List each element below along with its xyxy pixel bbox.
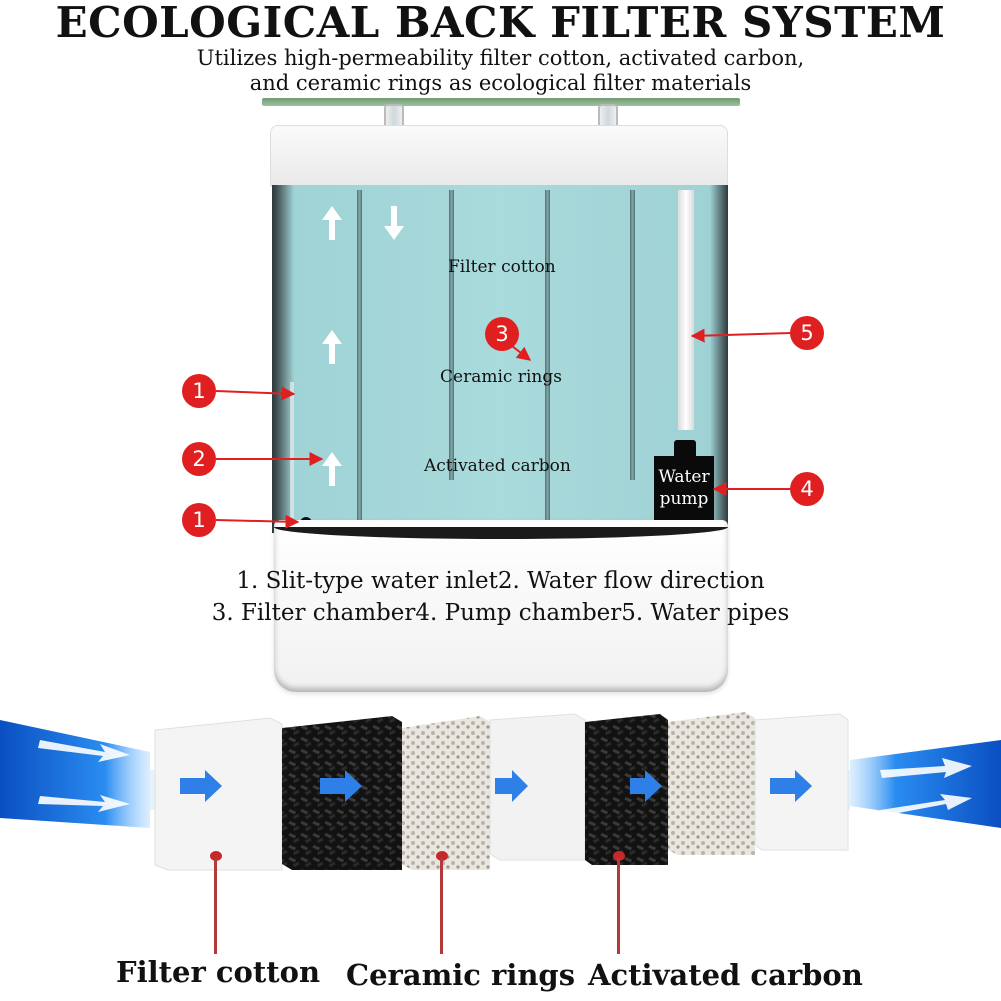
label-activated-carbon: Activated carbon [424,456,571,476]
flow-arrow-icon [38,740,130,762]
label-ceramic-rings: Ceramic rings [440,367,562,387]
flow-down-arrow-icon [384,206,404,240]
water-pump [654,456,714,528]
flow-up-arrow-icon [322,452,342,486]
marker-filter-cotton [210,851,222,861]
legend-line-2: 3. Filter chamber4. Pump chamber5. Water… [211,600,790,626]
water-pipe [678,190,694,430]
stem-ceramic-rings [440,858,443,954]
flow-up-arrow-icon [322,206,342,240]
flow-arrow-icon [630,770,662,802]
marker-ceramic-rings [436,851,448,861]
flow-arrow-icon [495,770,528,802]
inlet-slit [290,382,294,520]
ceramic-rings-block-2 [668,712,755,855]
glass-lid [262,98,740,106]
label-filter-cotton: Filter cotton [448,257,556,277]
flow-arrow-icon [880,794,972,816]
pump-label-line-2: pump [659,489,709,509]
tank-top-cover [270,125,728,187]
partition-wall-3 [545,190,550,530]
incoming-flow [0,720,150,828]
partition-wall-2 [449,190,454,480]
flow-arrow-icon [770,770,812,802]
pump-outlet [674,440,696,458]
partition-wall-4 [630,190,635,480]
callout-badge-1-upper: 1 [182,374,216,408]
bottom-label-filter-cotton: Filter cotton [116,955,321,989]
marker-activated-carbon [613,851,625,861]
callout-badge-5: 5 [790,316,824,350]
stem-activated-carbon [617,858,620,954]
tank-water-body [272,185,728,533]
bottom-label-activated-carbon: Activated carbon [588,958,863,992]
stem-filter-cotton [214,858,217,954]
pump-label-line-1: Water [658,467,710,487]
flow-arrow-icon [880,758,972,778]
filter-cotton-block-1 [154,717,283,871]
tank-base-rim [274,527,728,539]
callout-badge-2: 2 [182,442,216,476]
flow-arrow-icon [180,770,222,802]
callout-badge-3: 3 [485,317,519,351]
bottom-label-ceramic-rings: Ceramic rings [346,958,576,992]
tank-base [274,520,728,692]
flow-arrow-icon [38,795,130,812]
flow-arrow-icon [320,770,362,802]
page-title: ECOLOGICAL BACK FILTER SYSTEM [55,0,946,47]
callout-badge-4: 4 [790,472,824,506]
activated-carbon-block-2 [585,714,668,865]
pump-label: Water pump [654,466,714,510]
filter-stage-illustration [0,712,1001,871]
legend-line-1: 1. Slit-type water inlet2. Water flow di… [236,568,765,594]
partition-wall-1 [357,190,362,530]
subtitle-line-2: and ceramic rings as ecological filter m… [249,71,752,95]
subtitle-line-1: Utilizes high-permeability filter cotton… [196,46,805,70]
ceramic-rings-block-1 [402,716,490,870]
callout-badge-1-lower: 1 [182,503,216,537]
outgoing-flow [850,740,1001,828]
flow-up-arrow-icon [322,330,342,364]
